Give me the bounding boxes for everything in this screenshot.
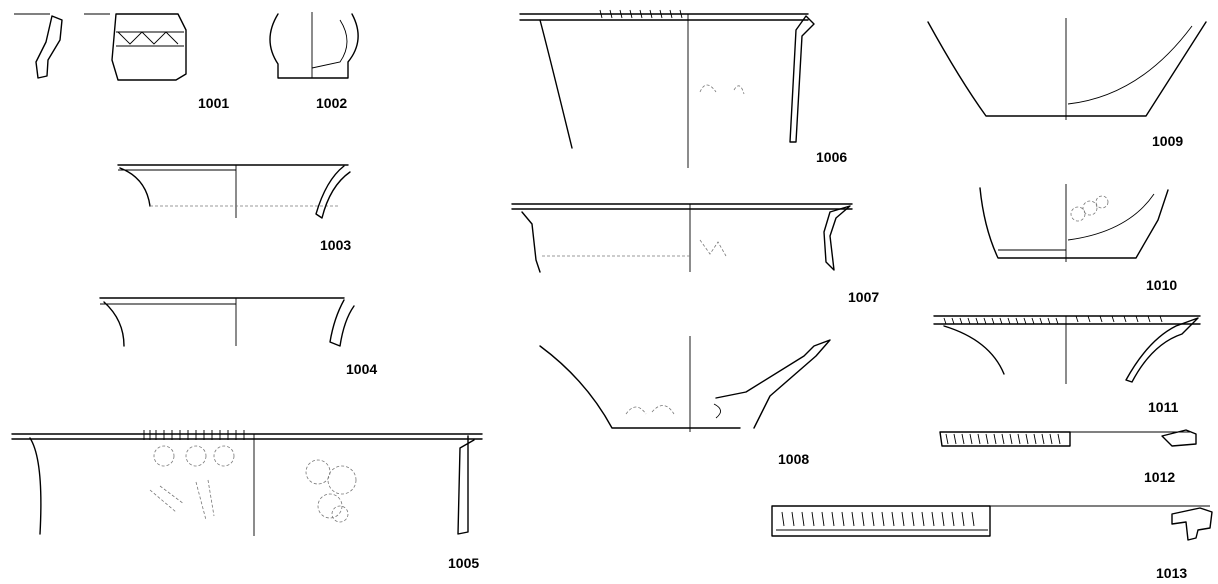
sherd-1002: 1002 (269, 12, 359, 111)
sherd-label-1013: 1013 (1156, 565, 1187, 581)
sherd-1011: 1011 (933, 315, 1201, 415)
sherd-label-1004: 1004 (346, 361, 377, 377)
sherd-label-1005: 1005 (448, 555, 479, 571)
sherd-1004: 1004 (99, 297, 377, 377)
sherd-1007: 1007 (511, 203, 879, 305)
sherd-label-1001: 1001 (198, 95, 229, 111)
sherd-1010: 1010 (979, 184, 1177, 293)
sherd-label-1010: 1010 (1146, 277, 1177, 293)
sherd-1006: 1006 (519, 9, 847, 168)
sherd-label-1011: 1011 (1148, 399, 1179, 415)
sherd-label-1008: 1008 (778, 451, 809, 467)
sherd-1003: 1003 (117, 164, 351, 253)
sherd-1009: 1009 (927, 18, 1207, 149)
sherd-label-1003: 1003 (320, 237, 351, 253)
sherd-1005: 1005 (11, 430, 483, 571)
sherd-1013: 1013 (771, 505, 1213, 581)
sherd-label-1006: 1006 (816, 149, 847, 165)
sherd-1012: 1012 (939, 429, 1197, 485)
sherd-1008: 1008 (539, 336, 831, 467)
sherd-label-1009: 1009 (1152, 133, 1183, 149)
sherd-label-1012: 1012 (1144, 469, 1175, 485)
sherd-label-1002: 1002 (316, 95, 347, 111)
sherd-1001: 1001 (14, 13, 229, 111)
sherd-label-1007: 1007 (848, 289, 879, 305)
